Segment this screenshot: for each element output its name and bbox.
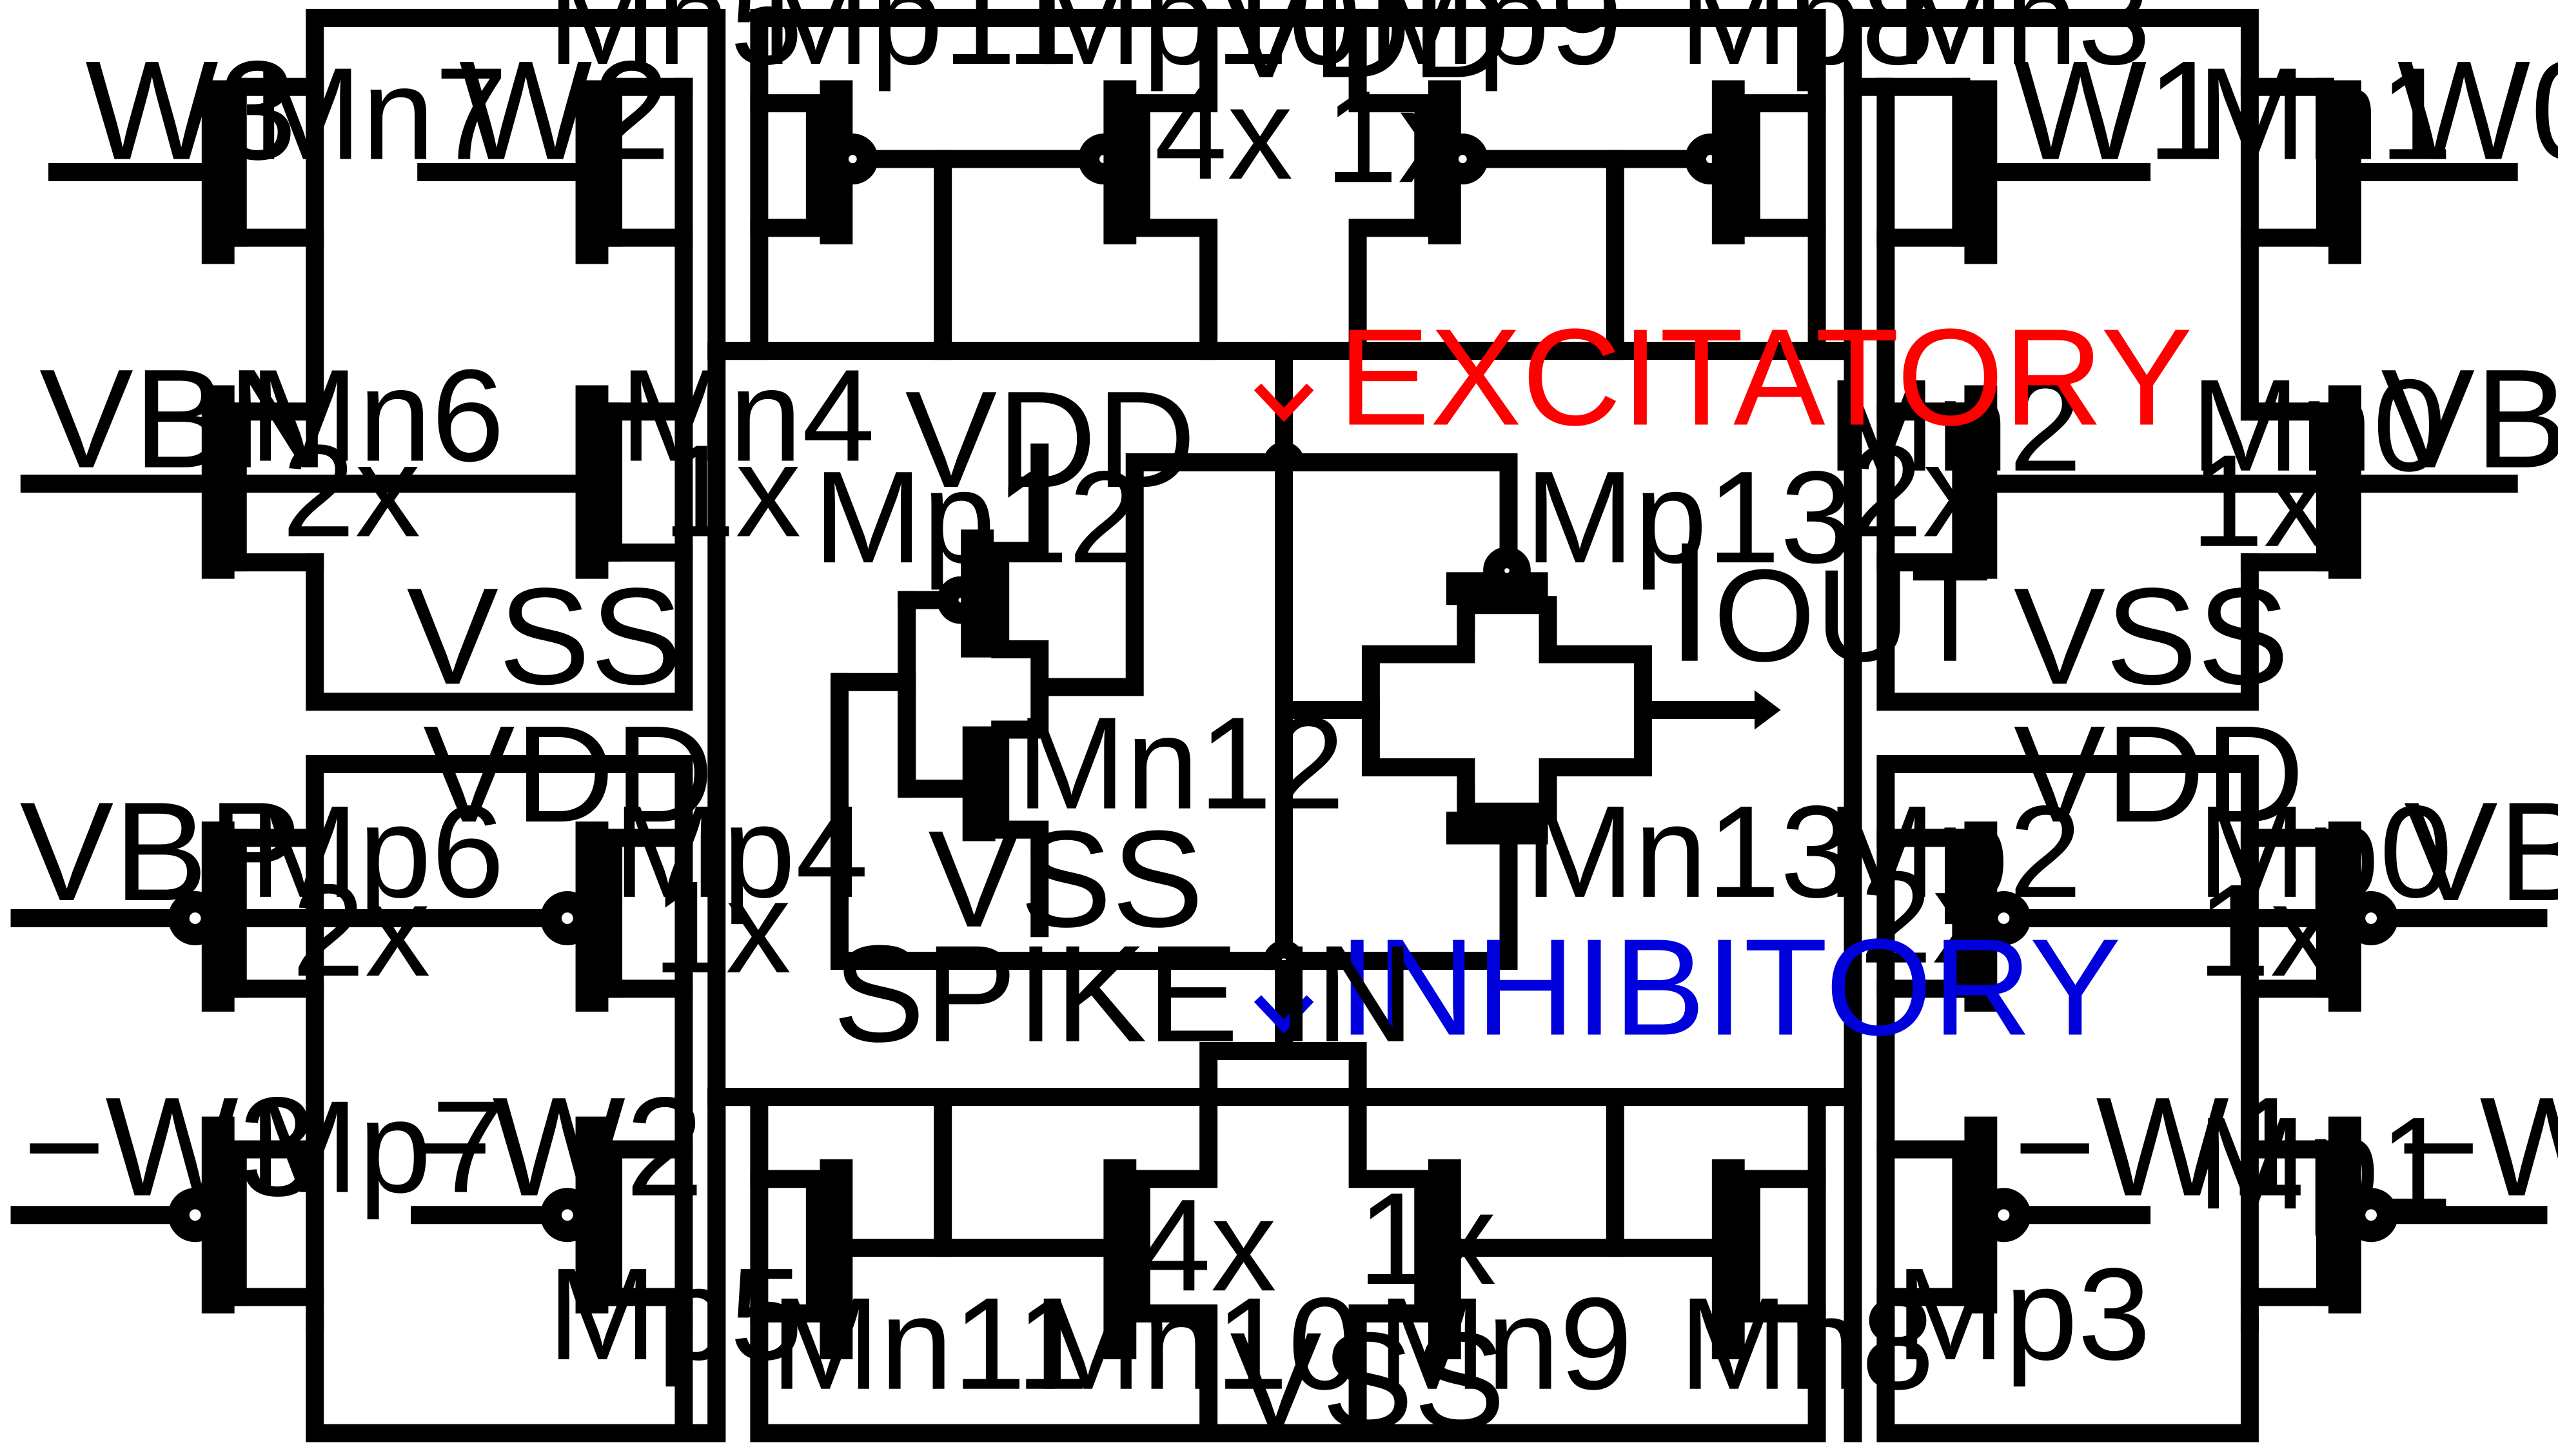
pmos-weight-block-left [10,754,693,1442]
transistor-label-mp1: Mp1 [2198,1090,2453,1237]
supply-label-vdd-right: VDD [2014,698,2305,851]
ratio-label-mn9: 1x [1358,1166,1497,1312]
spike-in-label: SPIKE IN [833,918,1415,1071]
ratio-label-mp4: 1x [653,854,791,1001]
transistor-label-mn13: Mn13 [1525,779,1853,925]
transistor-label-mp4: Mp4 [613,779,869,925]
transistor-label-mn0: Mn0 [2190,353,2446,499]
signal-label-vbn-left: VBN [39,340,330,498]
ratio-label-mn2: 2x [1849,418,1988,564]
signal-label-neg-w2: −W2 [410,1068,704,1226]
signal-label-w3: W3 [85,32,297,190]
transistor-label-mp7: Mp7 [250,1074,505,1221]
ratio-label-mn6: 2x [282,418,420,564]
ratio-label-mp2: 2x [1860,845,1998,991]
nmos-weight-block-right [1844,8,2518,1442]
transistor-label-mn2: Mn2 [1827,353,2082,499]
transistor-label-mn3: Mn3 [1896,0,2151,92]
supply-label-vdd-top: VDD [1220,0,1511,106]
spike-inverter-and-output [831,383,1781,1034]
iout-label: IOUT [1666,507,1991,698]
transistor-label-mp11: Mp11 [761,0,1079,92]
signal-label-w2: W2 [459,32,671,190]
transistor-label-mn5: Mn5 [547,0,803,92]
signal-label-w0: W0 [2397,32,2558,190]
transistor-label-mp6: Mp6 [250,779,505,925]
transistor-label-mn8: Mn8 [1679,1271,1934,1417]
transistor-label-mn9: Mn9 [1377,1271,1633,1417]
supply-label-vss-right: VSS [2014,560,2289,713]
ratio-label-mn10: 4x [1138,1172,1277,1319]
inhibitory-label: INHIBITORY [1338,911,2121,1065]
transistor-label-mn11: Mn11 [771,1271,1089,1417]
supply-label-vdd-left: VDD [423,698,714,851]
pmos-weight-block-right [1876,754,2548,1442]
transistor-label-mp5: Mp5 [547,1241,803,1388]
signal-label-neg-w1: −W1 [2014,1068,2308,1226]
nmos-weight-block-left [20,8,726,1442]
transistor-label-mp0: Mp0 [2198,779,2453,925]
ratio-label-mp9: 1x [1325,64,1464,210]
transistor-label-mp2: Mp2 [1827,779,2082,925]
signal-label-w1: W1 [2014,32,2225,190]
signal-label-vbp-left: VBP [20,773,302,930]
pmos-mirror-excitatory [707,8,1862,462]
transistor-label-mp12: Mp12 [813,444,1141,591]
nmos-mirror-inhibitory [707,959,1862,1442]
ratio-label-mp10: 4x [1154,61,1293,207]
transistor-label-mn4: Mn4 [620,342,875,489]
ratio-label-mp0: 1x [2198,858,2336,1004]
transistor-label-mn6: Mn6 [250,342,505,489]
transistor-label-mp13: Mp13 [1525,444,1853,591]
ratio-label-mp6: 2x [292,858,431,1004]
signal-label-vbn-right: VBN [2381,340,2558,498]
transistor-label-mp9: Mp9 [1368,0,1623,92]
schematic-labels: W3 W2 W1 W0 VBN VBN VBP VBP −W3 −W2 −W1 … [20,0,2558,1456]
transistor-label-mp10: Mp10 [1033,0,1361,92]
supply-label-vss-inverter: VSS [928,803,1203,956]
signal-label-neg-w0: −W0 [2397,1068,2558,1226]
ratio-label-mn0: 1x [2190,428,2329,575]
transistor-label-mn1: Mn1 [2198,41,2453,188]
signal-label-vbp-right: VBP [2404,773,2558,930]
signal-label-neg-w3: −W3 [23,1068,317,1226]
excitatory-label: EXCITATORY [1338,301,2192,455]
transistor-label-mn12: Mn12 [1017,691,1345,837]
transistor-label-mn10: Mn10 [1033,1271,1361,1417]
transistor-label-mp3: Mp3 [1896,1241,2151,1388]
supply-label-vss-left: VSS [407,560,682,713]
ratio-label-mn4: 1x [662,418,801,564]
transistor-label-mn7: Mn7 [253,41,508,188]
transistor-label-mp8: Mp8 [1679,0,1934,92]
supply-label-vss-bottom: VSS [1230,1304,1505,1456]
supply-label-vdd-inverter: VDD [905,363,1196,516]
